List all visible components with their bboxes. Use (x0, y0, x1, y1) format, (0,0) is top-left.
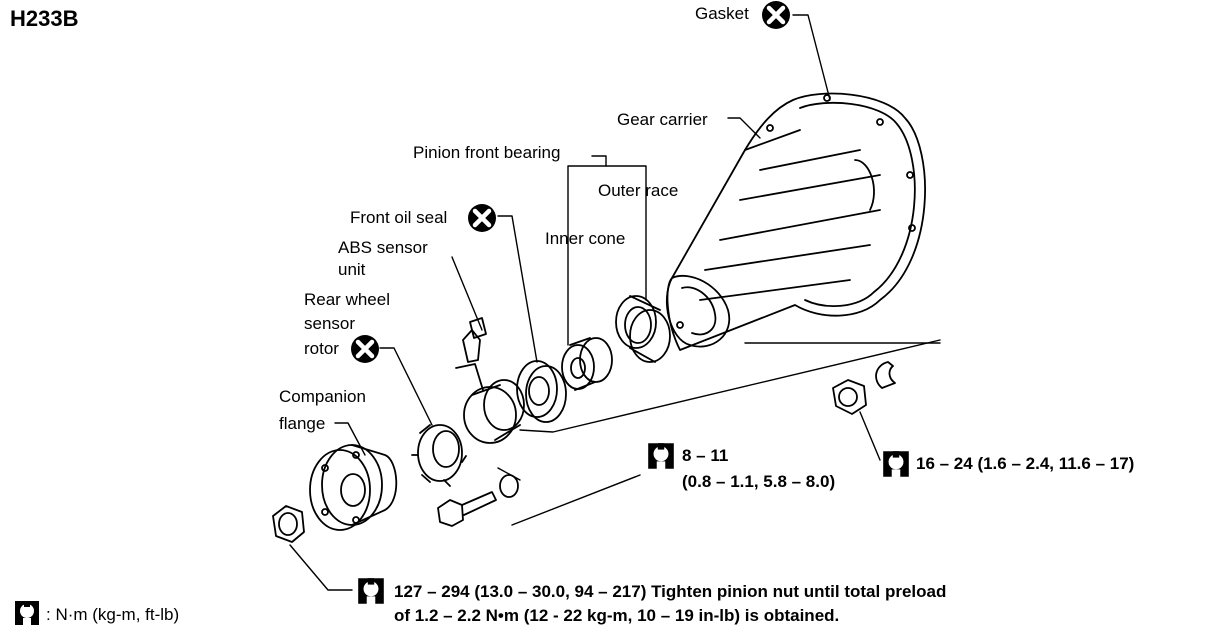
leader-lines (289, 14, 941, 591)
inner-cone-label: Inner cone (545, 229, 626, 248)
abs-sensor-label-2: unit (338, 260, 366, 279)
front-oil-seal-label: Front oil seal (350, 208, 448, 227)
companion-flange-label: Companion (279, 387, 366, 406)
rear-wheel-label: Rear wheel (304, 290, 390, 309)
carrier-nut-part (832, 361, 896, 415)
units-legend: : N·m (kg-m, ft-lb) (46, 605, 180, 624)
outer-race-label: Outer race (598, 181, 679, 200)
abs-sensor-part (455, 317, 525, 444)
x-circle-icon (761, 0, 791, 30)
torque-wrench-icon (880, 448, 912, 480)
x-circle-icon (467, 203, 497, 233)
companion-flange-part (309, 444, 398, 531)
sensor-bolt-part (437, 474, 519, 527)
pinion-nut-torque: 127 – 294 (13.0 – 30.0, 94 – 217) Tighte… (394, 582, 947, 601)
figure-id: H233B (10, 6, 79, 31)
rear-wheel-sensor-rotor-part (411, 424, 467, 487)
sensor-bolt-torque-2: (0.8 – 1.1, 5.8 – 8.0) (682, 472, 836, 491)
pinion-front-bearing-label: Pinion front bearing (413, 143, 561, 162)
torque-wrench-icon (645, 440, 677, 472)
rear-wheel-label-3: rotor (304, 339, 339, 358)
rear-wheel-label-2: sensor (304, 314, 356, 333)
gear-carrier-label: Gear carrier (617, 110, 708, 129)
carrier-nut-torque: 16 – 24 (1.6 – 2.4, 11.6 – 17) (916, 454, 1135, 473)
gasket-label: Gasket (695, 4, 749, 23)
pinion-nut-part (272, 505, 305, 543)
abs-sensor-label: ABS sensor (338, 238, 428, 257)
gear-carrier-part (665, 92, 926, 351)
sensor-bolt-torque: 8 – 11 (682, 446, 729, 465)
inner-cone-part (561, 337, 613, 391)
companion-flange-label-2: flange (279, 414, 326, 433)
torque-wrench-icon (12, 598, 42, 628)
outer-race-part (615, 295, 671, 363)
front-oil-seal-part (516, 360, 567, 423)
pinion-nut-torque-2: of 1.2 – 2.2 N•m (12 - 22 kg-m, 10 – 19 … (394, 606, 840, 625)
torque-wrench-icon (355, 575, 387, 607)
x-circle-icon (350, 334, 380, 364)
